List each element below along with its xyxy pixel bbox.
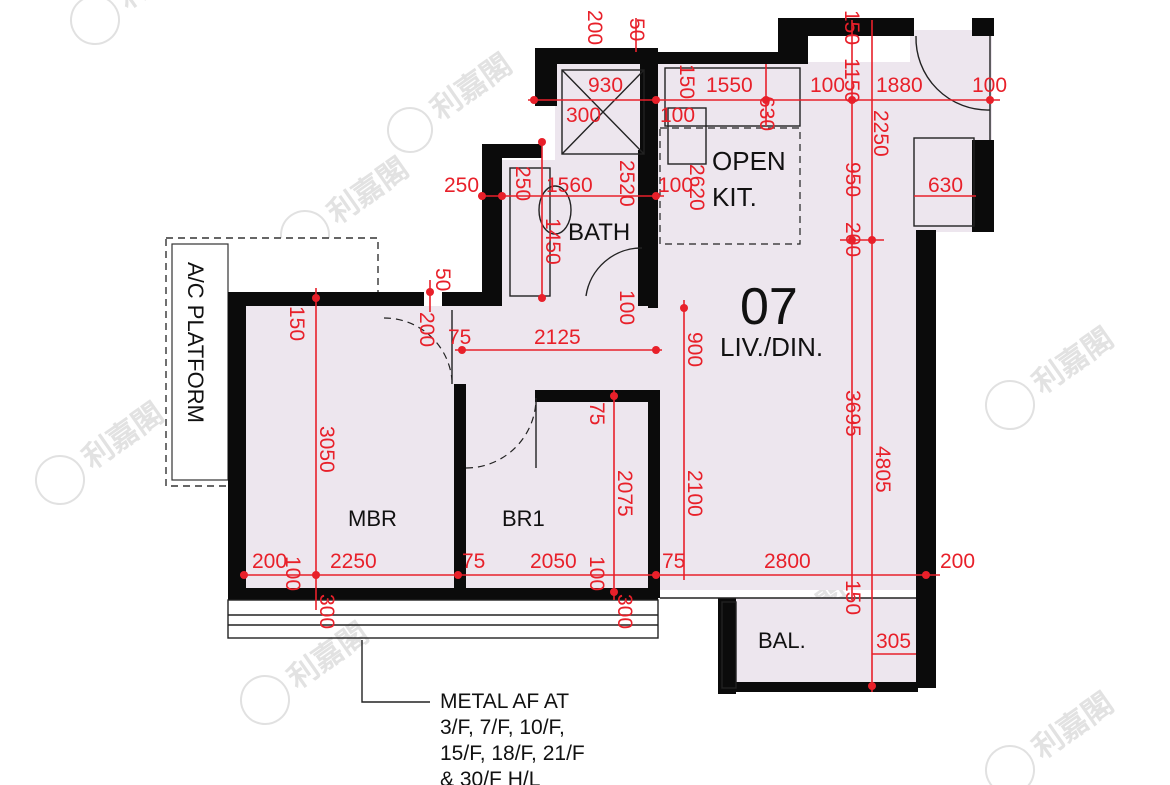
dim-label: 100	[281, 556, 304, 591]
ac-platform-label: A/C PLATFORM	[183, 262, 208, 423]
room-labels: 07 LIV./DIN. OPEN KIT. BATH MBR BR1 BAL.	[348, 146, 823, 653]
dim-label: 100	[810, 74, 845, 97]
dim-label: 1560	[546, 174, 593, 197]
dim-label: 2520	[615, 160, 638, 207]
svg-text:利嘉閣: 利嘉閣	[1026, 686, 1120, 766]
dim-label: 150	[841, 580, 864, 615]
dimension-labels: 200 50 150 930 1550 630 100 1150 1880 10…	[252, 10, 1007, 653]
dim-label: 100	[658, 174, 693, 197]
dim-label: 200	[940, 550, 975, 573]
dim-label: 75	[448, 326, 471, 349]
dim-label: 300	[566, 104, 601, 127]
dim-label: 4805	[871, 446, 894, 493]
dim-label: 2800	[764, 550, 811, 573]
metal-af-note: METAL AF AT 3/F, 7/F, 10/F, 15/F, 18/F, …	[361, 640, 585, 785]
dim-label: 50	[625, 18, 648, 41]
room-label-open: OPEN	[712, 146, 786, 176]
dim-label: 75	[585, 402, 608, 425]
unit-number: 07	[740, 278, 798, 336]
room-label-liv-din: LIV./DIN.	[720, 332, 823, 362]
watermark-logo: 利嘉閣	[985, 321, 1120, 430]
room-label-bal: BAL.	[758, 628, 806, 653]
room-label-kit: KIT.	[712, 182, 757, 212]
dim-label: 250	[511, 166, 534, 201]
dim-label: 2125	[534, 326, 581, 349]
dim-label: 1150	[840, 58, 863, 103]
dim-label: 75	[662, 550, 685, 573]
room-label-bath: BATH	[568, 219, 630, 246]
note-line: 15/F, 18/F, 21/F	[440, 742, 585, 765]
dim-label: 2050	[530, 550, 577, 573]
dim-label: 630	[755, 96, 778, 131]
dimension-dots	[240, 96, 994, 690]
dim-label: 1450	[541, 218, 564, 265]
dim-label: 630	[928, 174, 963, 197]
dim-label: 150	[675, 64, 698, 99]
dim-label: 75	[462, 550, 485, 573]
note-line: & 30/F H/L	[440, 768, 540, 785]
dim-label: 2100	[683, 470, 706, 517]
dim-label: 150	[285, 306, 308, 341]
dim-label: 200	[415, 312, 438, 347]
svg-text:利嘉閣: 利嘉閣	[111, 0, 205, 16]
dim-label: 1550	[706, 74, 753, 97]
svg-text:利嘉閣: 利嘉閣	[321, 151, 415, 231]
watermark-logo: 利嘉閣	[387, 47, 519, 153]
dim-label: 305	[876, 630, 911, 653]
room-label-mbr: MBR	[348, 506, 397, 531]
dim-label: 950	[841, 162, 864, 197]
dim-label: 3695	[841, 390, 864, 437]
watermark-logo: 利嘉閣	[35, 396, 170, 505]
dim-label: 1880	[876, 74, 923, 97]
svg-text:利嘉閣: 利嘉閣	[76, 396, 170, 476]
dim-label: 250	[444, 174, 479, 197]
dim-label: 2620	[685, 164, 708, 211]
dim-label: 930	[588, 74, 623, 97]
dim-label: 200	[252, 550, 287, 573]
dim-label: 300	[613, 594, 636, 629]
dimension-lines	[240, 18, 1000, 692]
dim-label: 100	[585, 556, 608, 591]
dim-label: 2250	[330, 550, 377, 573]
fixtures	[227, 35, 991, 689]
dim-label: 900	[683, 332, 706, 367]
watermark-logo: 利嘉閣	[240, 616, 375, 725]
note-line: METAL AF AT	[440, 690, 569, 713]
dim-label: 100	[972, 74, 1007, 97]
watermark-logo: 利嘉閣	[985, 686, 1120, 785]
dim-label: 100	[615, 290, 638, 325]
dim-label: 50	[431, 268, 454, 291]
dim-label: 150	[840, 10, 863, 45]
dim-label: 3050	[315, 426, 338, 473]
svg-text:利嘉閣: 利嘉閣	[1026, 321, 1120, 401]
dim-label: 2075	[613, 470, 636, 517]
svg-text:利嘉閣: 利嘉閣	[425, 47, 519, 127]
dim-label: 200	[841, 222, 864, 257]
room-label-br1: BR1	[502, 506, 545, 531]
watermark-logo: 利嘉閣	[70, 0, 205, 45]
dim-label: 2250	[869, 110, 892, 157]
dim-label: 300	[315, 594, 338, 629]
dim-label: 100	[660, 104, 695, 127]
note-line: 3/F, 7/F, 10/F,	[440, 716, 565, 739]
dim-label: 200	[583, 10, 606, 45]
